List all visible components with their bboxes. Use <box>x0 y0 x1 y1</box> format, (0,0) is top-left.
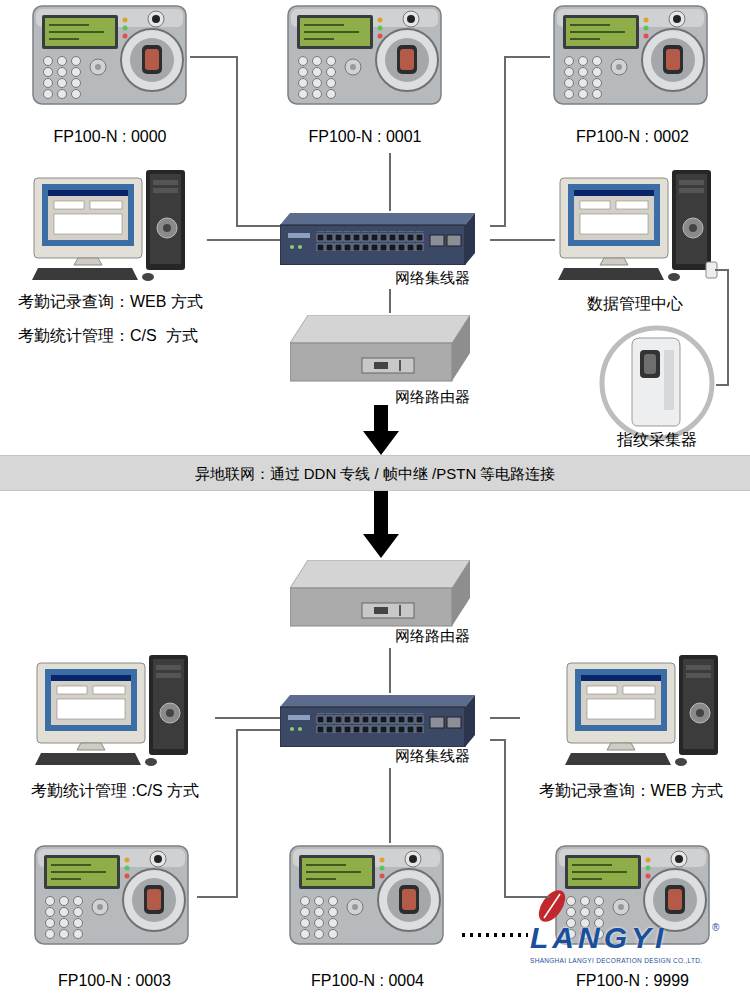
node-caption: 考勤记录查询：WEB 方式 <box>18 292 203 312</box>
connector <box>390 289 391 313</box>
node-caption: FP100-N : 0004 <box>311 971 424 991</box>
connector <box>363 491 399 558</box>
attendance-terminal: FP100-N : 9999 <box>550 843 715 992</box>
node-subcaption: 考勤统计管理：C/S 方式 <box>18 326 198 346</box>
connector-line <box>389 153 391 211</box>
attendance-terminal: FP100-N : 0003 <box>32 843 197 992</box>
network-router: 网络路由器 <box>288 558 490 648</box>
node-caption: FP100-N : 0003 <box>58 971 171 991</box>
client-computer: 考勤统计管理 :C/S 方式 <box>15 653 215 803</box>
node-caption: 考勤记录查询：WEB 方式 <box>539 781 724 801</box>
network-hub: 网络集线器 <box>280 693 490 768</box>
node-caption: 网络集线器 <box>395 746 470 766</box>
node-caption: FP100-N : 0001 <box>309 127 422 147</box>
node-caption: 数据管理中心 <box>587 294 683 314</box>
connector <box>207 240 280 241</box>
node-caption: 考勤统计管理 :C/S 方式 <box>31 781 199 801</box>
client-computer: 考勤记录查询：WEB 方式 <box>520 653 742 803</box>
continuation-dots <box>462 933 528 937</box>
client-computer: 考勤记录查询：WEB 方式考勤统计管理：C/S 方式 <box>12 168 207 352</box>
wan-band: 异地联网：通过 DDN 专线 / 帧中继 /PSTN 等电路连接 <box>0 455 750 491</box>
connector-line <box>490 717 520 719</box>
connector-line <box>389 648 391 693</box>
network-hub: 网络集线器 <box>280 211 490 289</box>
fingerprint-reader-picture <box>602 262 717 438</box>
connector <box>490 57 550 226</box>
connector-line <box>215 717 280 719</box>
attendance-terminal: FP100-N : 0002 <box>550 5 715 153</box>
connector <box>363 405 399 455</box>
connector <box>390 648 391 693</box>
arrow-head <box>363 534 399 558</box>
logo-wordmark: LANGYI <box>530 921 667 955</box>
connector-line <box>190 57 280 226</box>
connector-line <box>490 57 550 226</box>
network-router: 网络路由器 <box>288 313 490 405</box>
logo-leaf <box>533 886 570 927</box>
attendance-terminal: FP100-N : 0000 <box>30 5 190 153</box>
connector-line <box>490 239 555 241</box>
connector <box>715 270 728 385</box>
connector <box>390 768 391 843</box>
node-caption: 网络路由器 <box>395 626 470 646</box>
node-caption: FP100-N : 0002 <box>576 127 689 147</box>
connector-line <box>374 491 388 534</box>
node-caption: 网络路由器 <box>395 387 470 407</box>
connector <box>197 730 280 897</box>
arrow-head <box>363 431 399 455</box>
node-caption: 网络集线器 <box>395 268 470 288</box>
connector-line <box>715 270 728 385</box>
connector-line <box>389 289 391 313</box>
registered-mark: ® <box>712 922 719 934</box>
server-computer: 数据管理中心 <box>555 168 715 316</box>
connector-line <box>197 730 280 897</box>
connector-line <box>490 740 550 897</box>
logo-company-name: SHANGHAI LANGYI DECORATION DESIGN CO.,LT… <box>530 957 702 965</box>
attendance-terminal: FP100-N : 0001 <box>285 5 445 153</box>
node-caption: FP100-N : 0000 <box>54 127 167 147</box>
connector <box>390 153 391 211</box>
connector <box>490 718 520 719</box>
node-caption: 指纹采集器 <box>617 430 697 450</box>
fingerprint-reader: 指纹采集器 <box>598 324 716 452</box>
connector-line <box>374 405 388 431</box>
connector <box>490 240 555 241</box>
attendance-terminal: FP100-N : 0004 <box>285 843 450 992</box>
connector <box>190 57 280 226</box>
node-caption: 异地联网：通过 DDN 专线 / 帧中继 /PSTN 等电路连接 <box>195 464 556 484</box>
node-caption: FP100-N : 9999 <box>576 971 689 991</box>
connector-line <box>389 768 391 843</box>
connector <box>215 718 280 719</box>
connector <box>490 740 550 897</box>
connector-line <box>207 239 280 241</box>
